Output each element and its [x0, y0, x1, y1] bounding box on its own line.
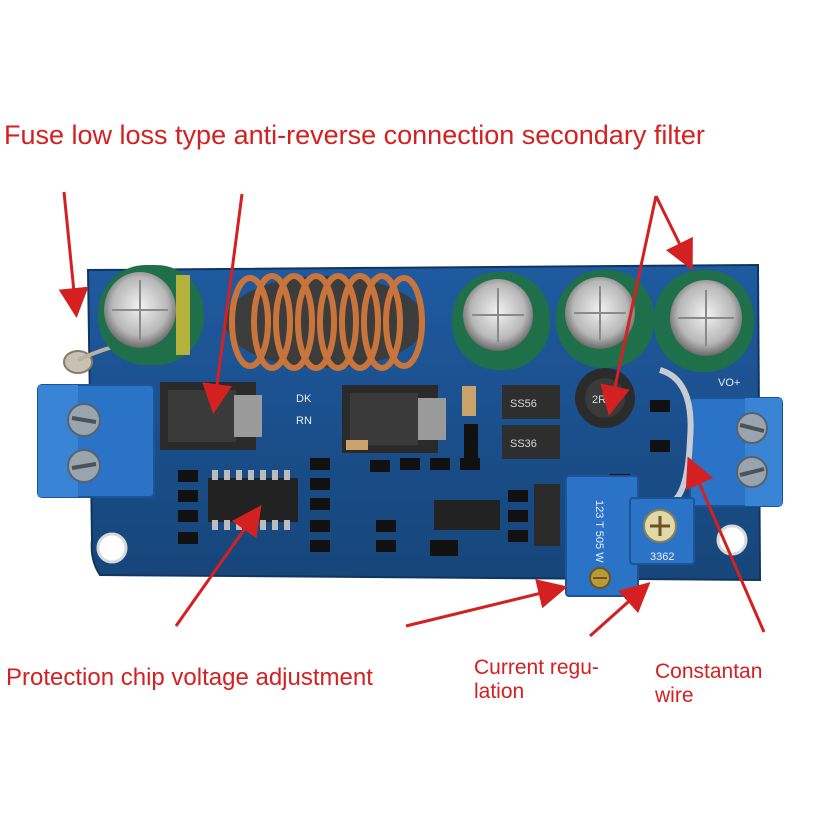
arrow-protection — [174, 505, 262, 627]
mosfet-center — [342, 385, 446, 453]
mount-hole — [96, 532, 128, 564]
arrow-current-2 — [589, 582, 651, 638]
arrow-filter-1 — [654, 195, 693, 271]
diode-ss36 — [502, 425, 560, 459]
annotation-constantan-line1: Constantan — [655, 660, 763, 683]
annotation-constantan-line2: wire — [655, 684, 694, 708]
annotation-current-line2: lation — [474, 680, 525, 704]
arrow-fuse — [58, 191, 89, 318]
trim-pot-current — [565, 475, 639, 597]
annotation-current-line1: Current regu- — [474, 656, 599, 679]
capacitor-left — [98, 265, 204, 365]
pot-2-marking: 3362 — [650, 551, 674, 563]
capacitor-mid-2 — [556, 270, 654, 368]
protection-ic — [208, 470, 298, 530]
rn-label: RN — [296, 415, 312, 427]
annotation-current-regulation: Current regu- lation — [474, 656, 599, 704]
arrow-anti-reverse — [202, 193, 244, 414]
annotation-arrows — [58, 191, 766, 638]
toroid-inductor — [225, 273, 425, 371]
mount-hole — [716, 524, 748, 556]
smd-diode — [534, 484, 560, 546]
diode-1-marking: SS56 — [510, 398, 537, 410]
inductor-marking: 2R2 — [592, 394, 612, 406]
input-terminal-block — [37, 384, 155, 498]
capacitor-mid-1 — [452, 272, 550, 370]
dk-label: DK — [296, 393, 312, 405]
trim-pot-voltage — [629, 497, 695, 565]
mosfet-left — [160, 382, 262, 450]
output-terminal-block — [689, 397, 783, 507]
diode-ss56 — [502, 385, 560, 419]
pot-1-marking: 123 T 505 W — [593, 500, 605, 563]
annotation-title: Fuse low loss type anti-reverse connecti… — [4, 120, 705, 150]
controller-ic — [434, 500, 500, 530]
arrow-current — [405, 579, 568, 628]
annotation-constantan-wire: Constantan wire — [655, 660, 762, 708]
output-label: VO+ — [718, 377, 740, 389]
constantan-wire — [659, 367, 694, 503]
arrow-constantan — [685, 456, 766, 633]
arrow-filter-2 — [600, 195, 658, 416]
smd-components — [178, 400, 670, 556]
annotation-protection: Protection chip voltage adjustment — [6, 664, 373, 691]
diode-2-marking: SS36 — [510, 438, 537, 450]
smd-capacitors — [346, 386, 476, 450]
capacitor-right — [654, 270, 754, 372]
